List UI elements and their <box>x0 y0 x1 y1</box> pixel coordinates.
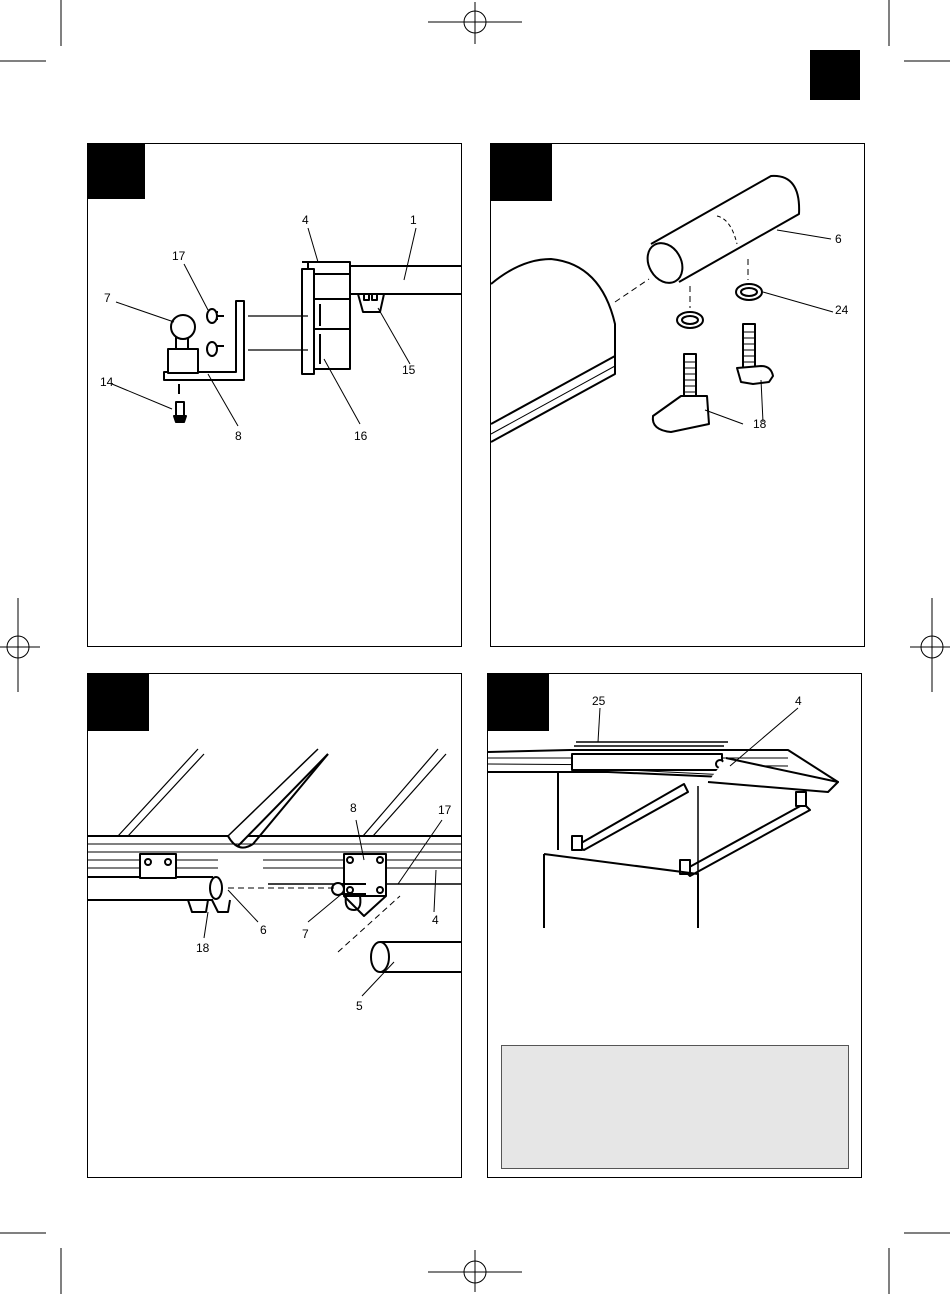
callout-16: 16 <box>354 430 367 442</box>
callout-24: 24 <box>835 304 848 316</box>
callout-1: 1 <box>410 214 417 226</box>
callout-18: 18 <box>753 418 766 430</box>
callout-6: 6 <box>260 924 267 936</box>
bracket-assembly-drawing <box>88 144 462 647</box>
callout-5: 5 <box>356 1000 363 1012</box>
callout-18: 18 <box>196 942 209 954</box>
callout-8: 8 <box>235 430 242 442</box>
callout-17: 17 <box>172 250 185 262</box>
figure-panel-c: 8 17 6 7 4 18 5 <box>87 673 462 1178</box>
table-extension-assembly-drawing <box>88 674 462 1178</box>
note-box <box>501 1045 849 1169</box>
figure-panel-a: 4 1 17 7 15 14 8 16 <box>87 143 462 647</box>
callout-7: 7 <box>302 928 309 940</box>
callout-17: 17 <box>438 804 451 816</box>
callout-8: 8 <box>350 802 357 814</box>
callout-14: 14 <box>100 376 113 388</box>
tube-and-clamp-drawing <box>491 144 865 647</box>
page-language-tab <box>810 50 860 100</box>
figure-panel-b: 6 24 18 <box>490 143 865 647</box>
callout-25: 25 <box>592 695 605 707</box>
callout-4: 4 <box>795 695 802 707</box>
callout-4: 4 <box>302 214 309 226</box>
callout-6: 6 <box>835 233 842 245</box>
callout-7: 7 <box>104 292 111 304</box>
callout-15: 15 <box>402 364 415 376</box>
figure-panel-d: 25 4 <box>487 673 862 1178</box>
callout-4: 4 <box>432 914 439 926</box>
